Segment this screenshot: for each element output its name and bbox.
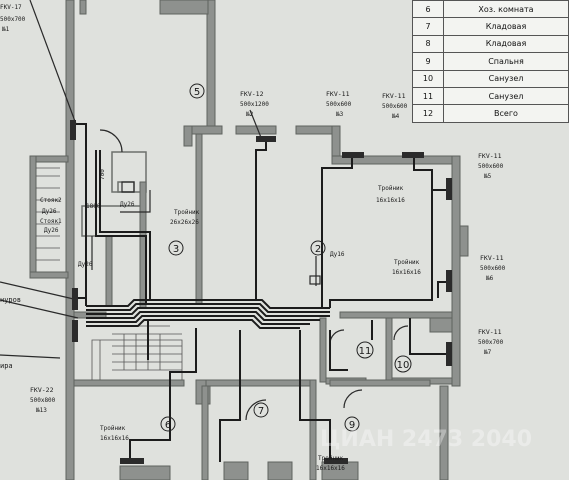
unit-size-n6: 500x600 [480, 265, 506, 272]
tee-label-right: Тройник [378, 185, 404, 192]
unit-size-n5: 500x600 [478, 163, 504, 170]
unit-no-n7: №7 [484, 349, 492, 356]
unit-size-n2: 500x1200 [240, 101, 269, 108]
room-number-10: 10 [397, 360, 410, 371]
diffuser-bottom-right [324, 458, 348, 464]
legend-room-name: Всего [443, 104, 569, 123]
edge-text-2: ира [0, 362, 13, 370]
room-number-7: 7 [258, 406, 264, 417]
diffuser-fkv11-n7 [446, 342, 452, 366]
riser1-label: Стояк1 [40, 218, 62, 225]
unit-size-n13: 500x800 [30, 397, 56, 404]
tee-label-bottom-left: Тройник [100, 425, 126, 432]
unit-size-n3: 500x600 [326, 101, 352, 108]
diffuser-bottom-left [120, 458, 144, 464]
room-number-11: 11 [359, 346, 372, 357]
room-number-3: 3 [173, 244, 179, 255]
du16-label: Ду16 [330, 251, 345, 258]
unit-code-n6: FKV-11 [480, 254, 504, 262]
room-number-6: 6 [165, 420, 171, 431]
unit-code-n5: FKV-11 [478, 152, 502, 160]
unit-code-n4: FKV-11 [382, 92, 406, 100]
du26-label-a: Ду26 [120, 201, 135, 208]
unit-no-n4: №4 [392, 113, 400, 120]
diffuser-fkv11-n6 [446, 270, 452, 292]
unit-code-n3: FKV-11 [326, 90, 350, 98]
legend-room-name: Спальня [443, 52, 569, 71]
unit-labels: FKV-17 500x700 №1 FKV-12 500x1200 №2 FKV… [0, 4, 506, 414]
unit-no-n1: №1 [2, 26, 10, 33]
stairs-upper [36, 167, 60, 261]
diffuser-fkv22-n13 [72, 288, 78, 310]
duct-trunk [86, 299, 330, 329]
room-markers: 5 3 2 11 10 6 7 9 [160, 83, 412, 432]
unit-code-n13: FKV-22 [30, 386, 54, 394]
tee-label-bottom-right: Тройник [318, 455, 344, 462]
du26-label-b: Ду26 [42, 208, 57, 215]
unit-size-n1: 500x700 [0, 16, 26, 23]
edge-text-1: нуров [0, 296, 21, 304]
unit-code-n7: FKV-11 [478, 328, 502, 336]
tee-size-26: 26x26x26 [170, 219, 199, 226]
unit-no-n6: №6 [486, 275, 494, 282]
legend-room-number: 7 [412, 17, 444, 36]
diffuser-fkv11-n3 [342, 152, 364, 158]
unit-size-n7: 500x700 [478, 339, 504, 346]
legend-room-name: Кладовая [443, 34, 569, 54]
unit-no-n3: №3 [336, 111, 344, 118]
fitting-labels: Тройник 26x26x26 Тройник 16x16x16 Тройни… [0, 169, 421, 472]
diffuser-left-lower [72, 320, 78, 342]
tee-size-16-right: 16x16x16 [376, 197, 405, 204]
dim-700: 700 [99, 169, 106, 180]
diffuser-fkv12-n2 [256, 136, 276, 142]
riser2-label: Стояк2 [40, 197, 62, 204]
tee-size-16-mid: 16x16x16 [392, 269, 421, 276]
legend-room-number: 11 [412, 86, 444, 106]
unit-no-n2: №2 [246, 111, 254, 118]
diffuser-fkv17-n1 [70, 120, 76, 140]
legend-room-number: 12 [412, 104, 444, 123]
room-number-2: 2 [315, 244, 321, 255]
du26-label-d: Ду26 [78, 261, 93, 268]
legend-room-number: 6 [412, 0, 444, 19]
diffuser-fkv11-n4 [402, 152, 424, 158]
duct-branches [0, 0, 446, 462]
diffuser-fkv11-n5 [446, 178, 452, 200]
legend-room-name: Кладовая [443, 17, 569, 36]
legend-room-name: Хоз. комната [443, 0, 569, 19]
legend-room-number: 9 [412, 52, 444, 71]
watermark: ЦИАН 2473 2040 [320, 427, 532, 452]
tee-size-16-bottom-left: 16x16x16 [100, 435, 129, 442]
legend-room-number: 8 [412, 34, 444, 54]
tee-size-16-bottom-right: 16x16x16 [316, 465, 345, 472]
tee-label-mid: Тройник [394, 259, 420, 266]
du26-label-c: Ду26 [44, 227, 59, 234]
legend-room-name: Санузел [443, 86, 569, 106]
unit-size-n4: 500x600 [382, 103, 408, 110]
unit-no-n13: №13 [36, 407, 47, 414]
unit-code-n2: FKV-12 [240, 90, 264, 98]
dim-1800: 1800 [86, 203, 101, 210]
diffusers [70, 120, 452, 464]
room-number-9: 9 [349, 420, 355, 431]
unit-no-n5: №5 [484, 173, 492, 180]
unit-code-n1: FKV-17 [0, 4, 22, 11]
room-number-5: 5 [194, 87, 200, 98]
legend-room-name: Санузел [443, 69, 569, 88]
legend-room-number: 10 [412, 69, 444, 88]
tee-label-upper: Тройник [174, 209, 200, 216]
